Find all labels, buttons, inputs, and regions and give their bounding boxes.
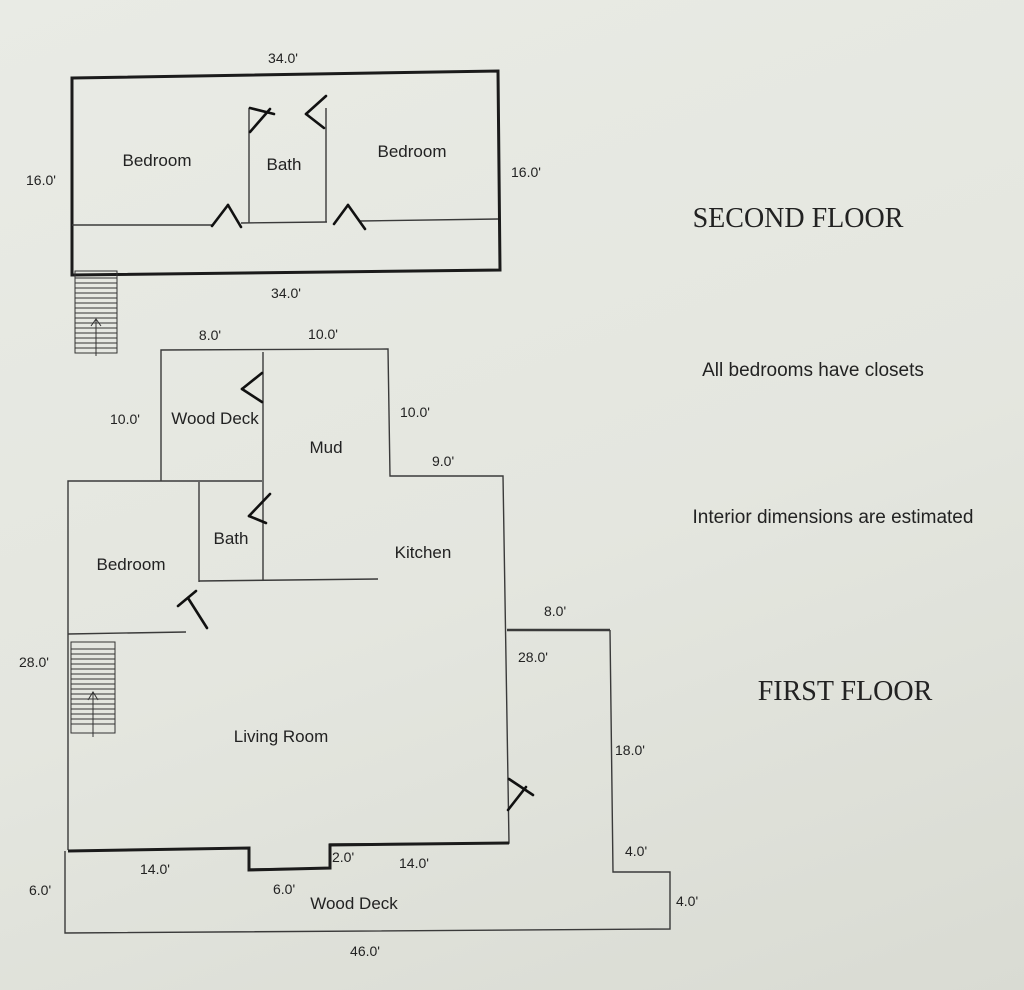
door-swing-bath-right — [304, 94, 328, 130]
room-label-mud: Mud — [309, 438, 342, 457]
wall-bath-south — [198, 578, 379, 582]
dimension-wing-east: 18.0' — [615, 742, 645, 758]
room-label-bath-upper: Bath — [267, 155, 302, 174]
heading-first-floor: FIRST FLOOR — [758, 676, 933, 707]
dimension-kitchen-east: 28.0' — [518, 649, 548, 665]
dimension-upper-bottom: 34.0' — [271, 285, 301, 301]
hall-wall-right — [359, 218, 499, 222]
room-label-bath-lower: Bath — [214, 529, 249, 548]
dimension-mud-top: 10.0' — [308, 326, 338, 342]
dimension-upper-right: 16.0' — [511, 164, 541, 180]
stairs-first-floor — [70, 641, 116, 737]
wall-south-main — [67, 841, 510, 872]
door-swing-bath-left — [248, 106, 276, 134]
room-label-bedroom-right: Bedroom — [378, 142, 447, 161]
wall-bedroom-south — [67, 631, 187, 635]
dimension-upper-top: 34.0' — [268, 50, 298, 66]
dimension-deck-left: 10.0' — [110, 411, 140, 427]
dimension-total-width: 46.0' — [350, 943, 380, 959]
second-floor-outline — [70, 69, 502, 277]
door-swing-bath-lower — [247, 492, 272, 525]
first-floor-plan: Wood Deck Mud Bath Bedroom Kitchen Livin… — [19, 326, 698, 959]
heading-second-floor: SECOND FLOOR — [693, 203, 904, 234]
dimension-wing-step: 4.0' — [625, 843, 647, 859]
door-swing-bedroom-left — [210, 203, 243, 229]
room-label-kitchen: Kitchen — [395, 543, 452, 562]
dimension-mud-right: 10.0' — [400, 404, 430, 420]
second-floor-plan: Bedroom Bath Bedroom 34.0' 34.0' 16.0' 1… — [26, 50, 541, 356]
dimension-deck-west: 6.0' — [29, 882, 51, 898]
hall-wall-middle — [240, 221, 328, 224]
stairs-second-floor — [74, 270, 118, 356]
dimension-upper-left: 16.0' — [26, 172, 56, 188]
dimension-west-wall: 28.0' — [19, 654, 49, 670]
room-label-bedroom-left: Bedroom — [123, 151, 192, 170]
dimension-notch-width: 6.0' — [273, 881, 295, 897]
wall-west — [67, 480, 160, 850]
dimension-south-left: 14.0' — [140, 861, 170, 877]
room-label-living-room: Living Room — [234, 727, 329, 746]
note-closets: All bedrooms have closets — [702, 360, 924, 381]
room-label-wood-deck-top: Wood Deck — [171, 409, 259, 428]
door-swing-bedroom-right — [332, 203, 367, 231]
room-label-wood-deck-bottom: Wood Deck — [310, 894, 398, 913]
wall-wing-deck — [64, 629, 671, 934]
door-swing-wood-deck — [240, 371, 264, 404]
dimension-kitchen-step: 9.0' — [432, 453, 454, 469]
door-swing-bedroom — [176, 589, 209, 630]
dimension-wing-top: 8.0' — [544, 603, 566, 619]
dimension-notch-depth: 2.0' — [332, 849, 354, 865]
dimension-deck-east: 4.0' — [676, 893, 698, 909]
note-interior-dimensions: Interior dimensions are estimated — [693, 507, 974, 528]
dimension-deck-top: 8.0' — [199, 327, 221, 343]
door-swing-kitchen-east — [506, 777, 535, 812]
room-label-bedroom: Bedroom — [97, 555, 166, 574]
dimension-south-right: 14.0' — [399, 855, 429, 871]
